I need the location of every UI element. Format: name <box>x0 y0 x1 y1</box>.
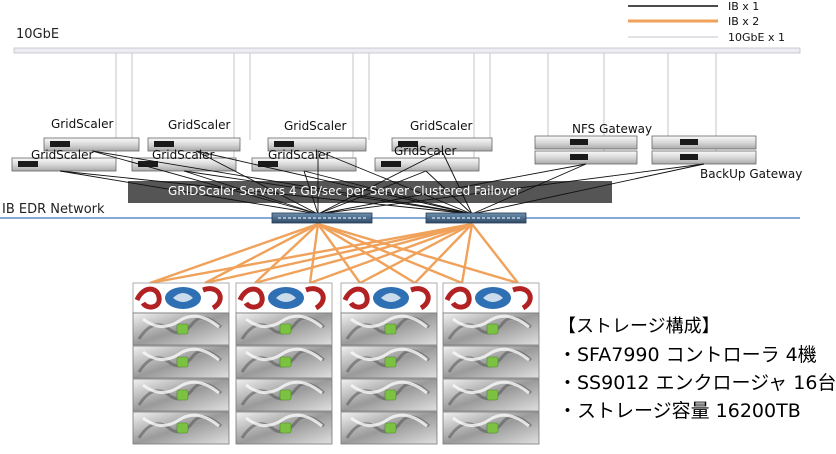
storage-rack <box>235 282 333 445</box>
nfs-gateway-label: NFS Gateway <box>572 122 653 136</box>
server-nfs-gateway-a <box>534 135 638 150</box>
gridscaler-banner <box>128 181 612 203</box>
ib-switch-2 <box>425 212 527 224</box>
legend-10gbe-label: 10GbE x 1 <box>728 31 785 44</box>
ib-edr-network-label: IB EDR Network <box>2 202 105 217</box>
server-backup-gateway-a <box>651 135 757 150</box>
ss9012-enclosure <box>442 411 540 445</box>
ib-storage-links <box>149 222 519 285</box>
server-label: GridScaler <box>152 148 215 162</box>
tengbe-label: 10GbE <box>16 27 60 42</box>
sfa7990-controller <box>132 282 230 314</box>
ss9012-enclosure <box>442 345 540 379</box>
ss9012-enclosure <box>132 411 230 445</box>
server-gridscaler-4b <box>374 157 480 172</box>
storage-racks <box>132 282 540 445</box>
server-gridscaler-3a <box>267 137 367 152</box>
ss9012-enclosure <box>340 411 438 445</box>
ss9012-enclosure <box>340 312 438 346</box>
ss9012-enclosure <box>235 345 333 379</box>
legend-ib1-label: IB x 1 <box>728 0 760 13</box>
ss9012-enclosure <box>235 411 333 445</box>
ib-server-links <box>59 150 705 215</box>
storage-line-controllers: ・SFA7990 コントローラ 4機 <box>558 344 817 366</box>
ss9012-enclosure <box>442 378 540 412</box>
server-label: GridScaler <box>51 117 114 131</box>
storage-rack <box>132 282 230 445</box>
server-backup-gateway-b <box>651 150 757 165</box>
ss9012-enclosure <box>340 378 438 412</box>
backup-gateway-label: BackUp Gateway <box>700 167 803 181</box>
storage-line-capacity: ・ストレージ容量 16200TB <box>558 400 801 422</box>
server-gridscaler-2a <box>147 137 241 152</box>
server-label: GridScaler <box>168 118 231 132</box>
server-label: GridScaler <box>284 119 347 133</box>
sfa7990-controller <box>235 282 333 314</box>
sfa7990-controller <box>340 282 438 314</box>
storage-line-enclosures: ・SS9012 エンクロージャ 16台 <box>558 372 836 394</box>
server-label: GridScaler <box>410 119 473 133</box>
legend-ib2-label: IB x 2 <box>728 15 760 28</box>
server-label: GridScaler <box>31 148 94 162</box>
ss9012-enclosure <box>235 312 333 346</box>
server-nfs-gateway-b <box>534 150 638 165</box>
ss9012-enclosure <box>132 378 230 412</box>
storage-heading: 【ストレージ構成】 <box>558 316 720 337</box>
server-label: GridScaler <box>268 148 331 162</box>
sfa7990-controller <box>442 282 540 314</box>
tengbe-backbone <box>13 47 801 54</box>
ib-switch-1 <box>271 212 373 224</box>
ss9012-enclosure <box>132 312 230 346</box>
ss9012-enclosure <box>442 312 540 346</box>
gridscaler-banner-text: GRIDScaler Servers 4 GB/sec per Server C… <box>168 184 521 198</box>
storage-summary: 【ストレージ構成】 ・SFA7990 コントローラ 4機 ・SS9012 エンク… <box>558 313 836 425</box>
storage-rack <box>442 282 540 445</box>
ss9012-enclosure <box>235 378 333 412</box>
storage-rack <box>340 282 438 445</box>
ss9012-enclosure <box>340 345 438 379</box>
ss9012-enclosure <box>132 345 230 379</box>
server-gridscaler-1a <box>43 137 140 152</box>
server-label: GridScaler <box>394 144 457 158</box>
